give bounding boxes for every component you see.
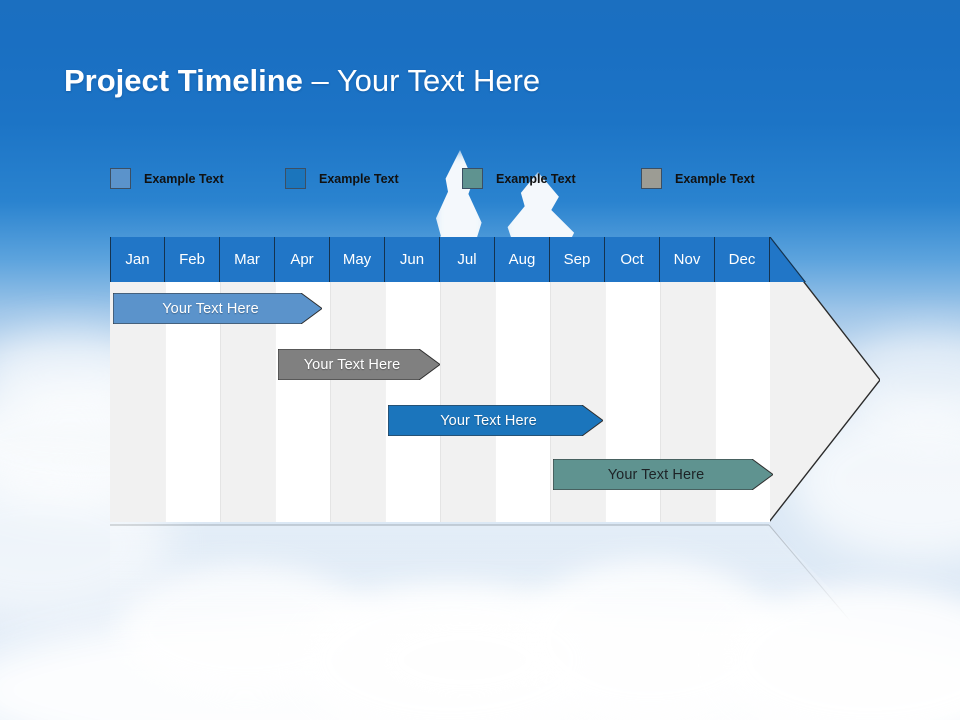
column-separator-4	[330, 282, 331, 522]
title-bold-part: Project Timeline	[64, 63, 303, 98]
month-header-nov[interactable]: Nov	[660, 237, 715, 282]
legend-swatch-2	[462, 168, 483, 189]
legend-item-2[interactable]: Example Text	[462, 168, 576, 189]
month-column-aug	[495, 237, 550, 522]
task-bar-shape-3	[553, 459, 773, 490]
task-bar-0[interactable]: Your Text Here	[113, 293, 322, 324]
task-bar-3[interactable]: Your Text Here	[553, 459, 773, 490]
header-arrow-tip	[770, 237, 882, 282]
month-header-jan[interactable]: Jan	[110, 237, 165, 282]
task-bar-label-3: Your Text Here	[607, 466, 705, 483]
month-header-aug[interactable]: Aug	[495, 237, 550, 282]
task-bar-label-0: Your Text Here	[162, 300, 259, 317]
legend-swatch-0	[110, 168, 131, 189]
legend-label-3: Example Text	[675, 171, 755, 186]
legend-label-0: Example Text	[144, 171, 224, 186]
column-separator-5	[385, 282, 386, 522]
month-column-feb	[165, 237, 220, 522]
month-header-may[interactable]: May	[330, 237, 385, 282]
title-regular-part: – Your Text Here	[302, 63, 541, 98]
column-separator-2	[220, 282, 221, 522]
legend-item-0[interactable]: Example Text	[110, 168, 224, 189]
legend-item-3[interactable]: Example Text	[641, 168, 755, 189]
column-separator-10	[660, 282, 661, 522]
task-bar-label-1: Your Text Here	[303, 356, 401, 373]
column-separator-7	[495, 282, 496, 522]
column-separator-11	[715, 282, 716, 522]
column-separator-3	[275, 282, 276, 522]
legend-label-1: Example Text	[319, 171, 399, 186]
task-bar-shape-1	[278, 349, 440, 380]
cloud-bottom-detail	[380, 620, 550, 700]
month-header-oct[interactable]: Oct	[605, 237, 660, 282]
month-header-apr[interactable]: Apr	[275, 237, 330, 282]
month-header-feb[interactable]: Feb	[165, 237, 220, 282]
page-title: Project Timeline – Your Text Here	[64, 59, 540, 103]
month-header-jul[interactable]: Jul	[440, 237, 495, 282]
legend-swatch-3	[641, 168, 662, 189]
month-header-dec[interactable]: Dec	[715, 237, 770, 282]
task-bar-shape-2	[388, 405, 603, 436]
column-separator-9	[605, 282, 606, 522]
month-column-jul	[440, 237, 495, 522]
column-separator-8	[550, 282, 551, 522]
column-separator-1	[165, 282, 166, 522]
month-header-sep[interactable]: Sep	[550, 237, 605, 282]
task-bar-label-2: Your Text Here	[440, 412, 537, 429]
task-bar-shape-0	[113, 293, 322, 324]
legend-swatch-1	[285, 168, 306, 189]
task-bar-1[interactable]: Your Text Here	[278, 349, 440, 380]
column-separator-6	[440, 282, 441, 522]
month-column-jan	[110, 237, 165, 522]
task-bar-2[interactable]: Your Text Here	[388, 405, 603, 436]
legend-item-1[interactable]: Example Text	[285, 168, 399, 189]
month-header-jun[interactable]: Jun	[385, 237, 440, 282]
month-column-mar	[220, 237, 275, 522]
legend-label-2: Example Text	[496, 171, 576, 186]
month-header-mar[interactable]: Mar	[220, 237, 275, 282]
